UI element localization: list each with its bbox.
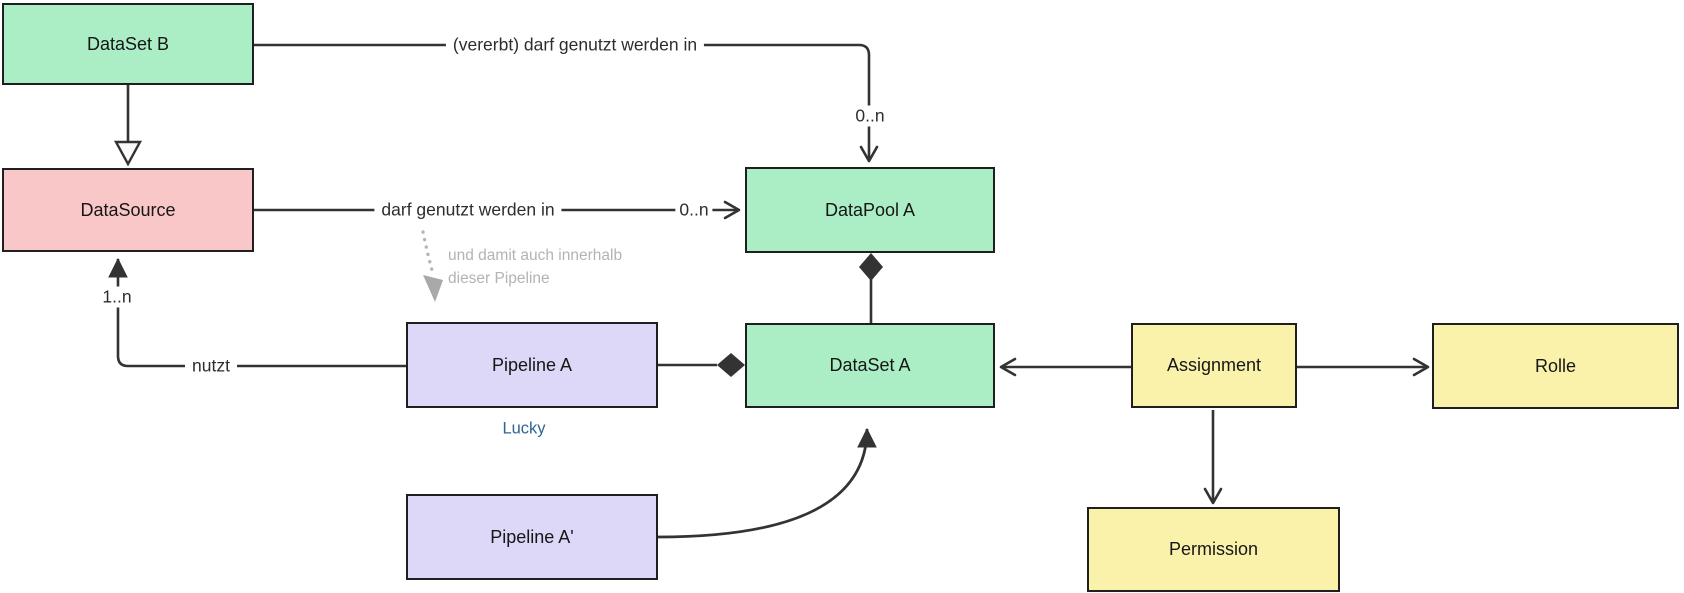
node-pipeline-a-prime[interactable]: Pipeline A': [406, 494, 658, 580]
node-pipeline-a[interactable]: Pipeline A: [406, 322, 658, 408]
edge-nutzt: [108, 257, 406, 368]
node-datapool-a[interactable]: DataPool A: [745, 167, 995, 253]
edge-label-darf-genutzt: darf genutzt werden in: [374, 198, 562, 222]
edge-pipelinea-dataseta: [658, 353, 745, 377]
node-dataset-b[interactable]: DataSet B: [2, 3, 254, 85]
edge-label-nutzt: nutzt: [185, 354, 237, 378]
edge-label-vererbt-darf-genutzt: (vererbt) darf genutzt werden in: [445, 33, 705, 57]
annotation-und-damit: und damit auch innerhalb dieser Pipeline: [448, 244, 622, 290]
node-permission[interactable]: Permission: [1087, 507, 1340, 592]
note-dotted-arrow: [421, 230, 443, 302]
annotation-line-1: und damit auch innerhalb: [448, 247, 623, 264]
node-datasource[interactable]: DataSource: [2, 168, 254, 252]
edge-pipelineaprime-dataseta: [657, 427, 877, 539]
multiplicity-0n-datapool-left: 0..n: [675, 199, 713, 221]
edge-vererbt-darf-genutzt: [254, 43, 879, 163]
node-assignment[interactable]: Assignment: [1131, 323, 1297, 408]
node-rolle[interactable]: Rolle: [1432, 323, 1679, 409]
pipeline-a-note-lucky: Lucky: [502, 419, 546, 438]
node-dataset-a[interactable]: DataSet A: [745, 323, 995, 408]
multiplicity-1n-datasource: 1..n: [98, 286, 136, 308]
edge-datapoola-dataseta: [859, 253, 883, 323]
edge-inheritance-datasetb-datasource: [113, 85, 143, 167]
annotation-line-2: dieser Pipeline: [448, 270, 550, 287]
multiplicity-0n-datapool-top: 0..n: [851, 105, 889, 127]
